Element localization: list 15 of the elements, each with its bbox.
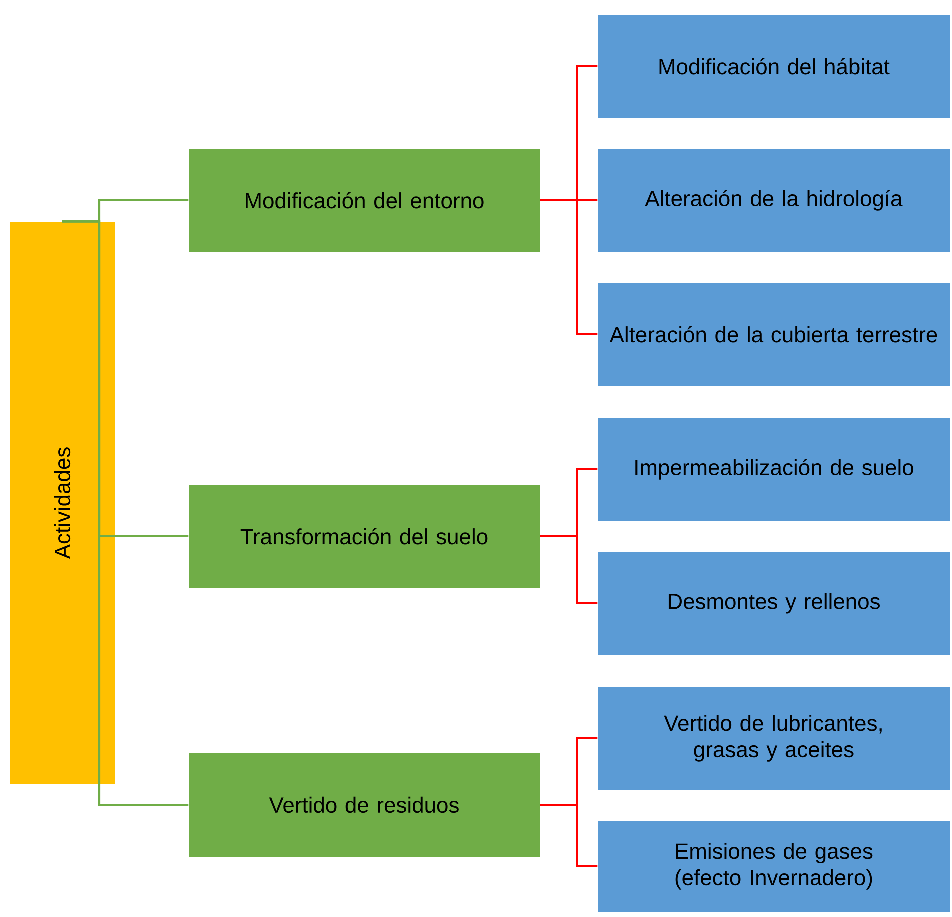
connector-line [540, 535, 598, 605]
connector-line [540, 804, 598, 868]
process-box: Transformación del suelo [189, 485, 540, 588]
process-box: Modificación del entorno [189, 149, 540, 252]
impact-box: Alteración de la cubierta terrestre [598, 283, 950, 386]
impact-box: Emisiones de gases (efecto Invernadero) [598, 821, 950, 912]
process-box: Vertido de residuos [189, 753, 540, 857]
impact-box: Vertido de lubricantes, grasas y aceites [598, 687, 950, 790]
impact-box: Impermeabilización de suelo [598, 418, 950, 521]
connector-line [62, 220, 189, 806]
impact-box: Desmontes y rellenos [598, 552, 950, 655]
category-box: Actividades [10, 222, 115, 784]
connector-line [540, 199, 598, 336]
impact-box: Modificación del hábitat [598, 15, 950, 118]
impact-box: Alteración de la hidrología [598, 149, 950, 252]
